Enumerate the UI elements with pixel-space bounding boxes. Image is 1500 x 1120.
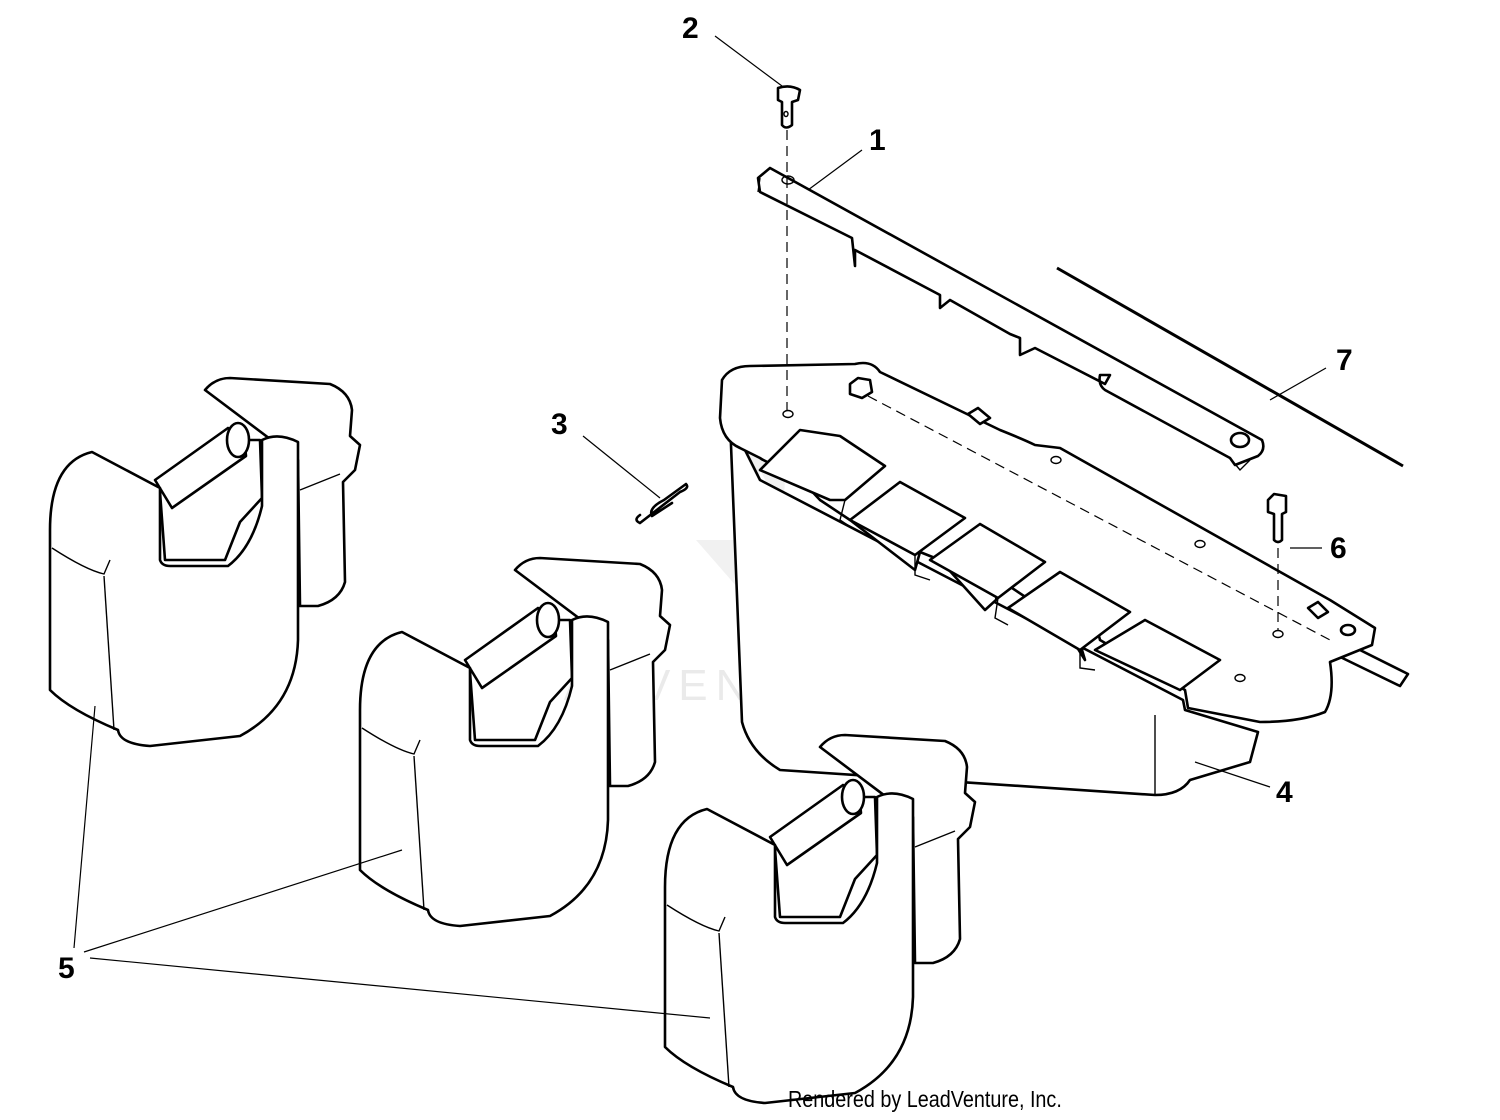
part-4-weight-bracket bbox=[718, 361, 1377, 797]
callout-3: 3 bbox=[551, 408, 568, 441]
footer-credit: Rendered by LeadVenture, Inc. bbox=[788, 1086, 1062, 1112]
callout-6: 6 bbox=[1330, 532, 1347, 565]
callout-5: 5 bbox=[58, 952, 75, 985]
part-5-weight-1 bbox=[48, 376, 362, 748]
part-2-clevis-pin bbox=[776, 85, 802, 129]
callout-7: 7 bbox=[1336, 344, 1353, 377]
callout-4: 4 bbox=[1276, 776, 1293, 809]
leader-lines bbox=[73, 35, 1327, 1019]
part-5-weight-2 bbox=[358, 556, 672, 928]
callout-1: 1 bbox=[869, 124, 886, 157]
callouts: 1 2 3 4 5 6 7 bbox=[58, 12, 1353, 985]
part-1-top-bar bbox=[756, 166, 1265, 472]
part-5-weight-3 bbox=[663, 733, 977, 1105]
callout-2: 2 bbox=[682, 12, 699, 45]
part-3-hairpin-cotter bbox=[635, 482, 689, 525]
part-6-bolt bbox=[1266, 492, 1288, 544]
